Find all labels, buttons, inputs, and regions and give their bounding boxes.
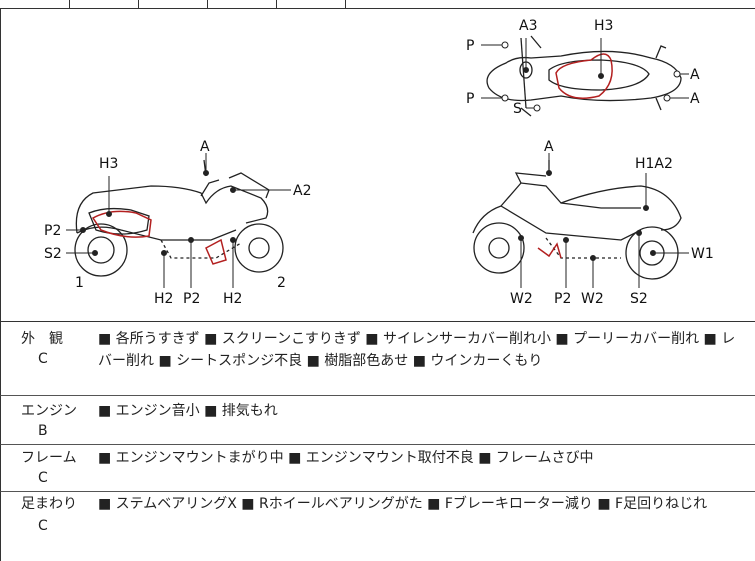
damage-marks — [91, 53, 613, 265]
label-left-h3: H3 — [99, 156, 118, 172]
condition-text: ■ 各所うすきず ■ スクリーンこすりきず ■ サイレンサーカバー削れ小 ■ プ… — [98, 331, 736, 369]
label-top-a1: A — [690, 67, 700, 83]
row-frame: フレーム C ■ エンジンマウントまがり中 ■ エンジンマウント取付不良 ■ フ… — [0, 445, 755, 492]
scooter-left-side — [74, 159, 284, 277]
label-right-s2: S2 — [630, 291, 648, 307]
label-right-a: A — [544, 139, 554, 155]
condition-text: ■ エンジンマウントまがり中 ■ エンジンマウント取付不良 ■ フレームさび中 — [98, 450, 594, 466]
label-left-a2: A2 — [293, 183, 311, 199]
label-left-s2: S2 — [44, 246, 62, 262]
category-label: フレーム — [21, 450, 77, 466]
row-exterior: 外 観 C ■ 各所うすきず ■ スクリーンこすりきず ■ サイレンサーカバー削… — [0, 322, 755, 396]
scooter-right-side — [472, 160, 682, 280]
label-left-p2b: P2 — [183, 291, 200, 307]
category-label: 足まわり — [21, 496, 77, 512]
label-right-w2a: W2 — [510, 291, 533, 307]
label-top-p2: P — [466, 91, 474, 107]
category-label: 外 観 — [21, 331, 63, 347]
scooter-diagram-svg: A3 H3 P P S A A A H3 A2 P2 S2 1 H2 P2 H2… — [44, 18, 714, 307]
grade-label: C — [38, 470, 48, 486]
row-suspension: 足まわり C ■ ステムベアリングX ■ Rホイールベアリングがた ■ Fブレー… — [0, 492, 755, 561]
table-top-strip — [0, 0, 755, 9]
label-right-p2: P2 — [554, 291, 571, 307]
condition-text: ■ エンジン音小 ■ 排気もれ — [98, 403, 278, 419]
label-left-p2: P2 — [44, 223, 61, 239]
leader-lines — [66, 38, 689, 288]
label-left-h2a: H2 — [154, 291, 173, 307]
label-top-s: S — [513, 101, 522, 117]
label-left-a: A — [200, 139, 210, 155]
category-label: エンジン — [21, 403, 77, 419]
damage-diagram: A3 H3 P P S A A A H3 A2 P2 S2 1 H2 P2 H2… — [0, 8, 755, 322]
label-left-1: 1 — [75, 275, 84, 291]
label-top-a3: A3 — [519, 18, 537, 34]
label-top-p1: P — [466, 38, 474, 54]
grade-label: C — [38, 351, 48, 367]
label-right-w1: W1 — [691, 246, 714, 262]
grade-label: C — [38, 518, 48, 534]
label-left-2: 2 — [277, 275, 286, 291]
label-right-w2b: W2 — [581, 291, 604, 307]
label-right-h1a2: H1A2 — [635, 156, 673, 172]
row-engine: エンジン B ■ エンジン音小 ■ 排気もれ — [0, 396, 755, 445]
grade-label: B — [38, 423, 48, 439]
label-top-a2: A — [690, 91, 700, 107]
label-left-h2b: H2 — [223, 291, 242, 307]
label-top-h3: H3 — [594, 18, 613, 34]
condition-text: ■ ステムベアリングX ■ Rホイールベアリングがた ■ Fブレーキローター減り… — [98, 496, 708, 512]
